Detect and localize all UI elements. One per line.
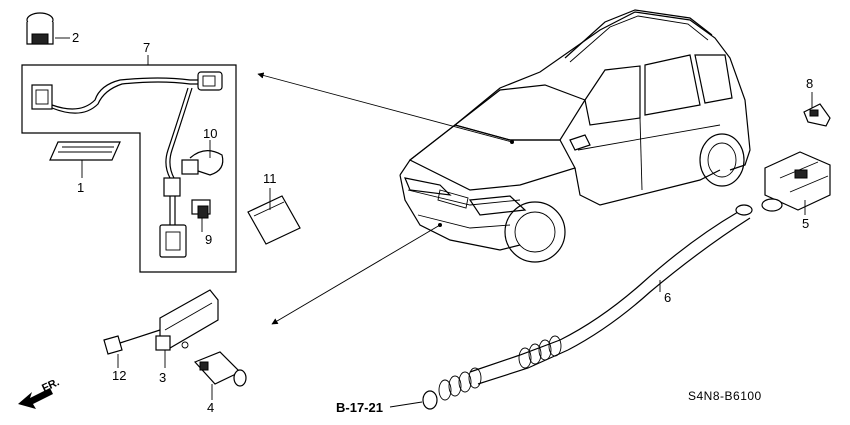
callout-8: 8 bbox=[806, 76, 813, 91]
callout-9: 9 bbox=[205, 232, 212, 247]
hose-corrugation bbox=[438, 335, 562, 401]
part-9-clip bbox=[191, 199, 211, 219]
diagram-code: S4N8-B6100 bbox=[688, 389, 762, 403]
part-2-clip bbox=[26, 12, 54, 45]
callout-5: 5 bbox=[802, 216, 809, 231]
part-1-pad bbox=[49, 141, 121, 161]
part-3-bracket bbox=[155, 289, 219, 351]
part-4-sensor bbox=[193, 351, 247, 387]
part-5-sensor bbox=[761, 151, 831, 212]
part-7-sensor-harness bbox=[31, 71, 223, 258]
front-direction-indicator: FR. bbox=[18, 376, 61, 409]
part-10-clamp bbox=[181, 150, 224, 176]
callout-10: 10 bbox=[203, 126, 217, 141]
callout-numbers: 1 2 7 10 11 9 8 5 6 3 4 12 bbox=[72, 30, 813, 415]
callout-3: 3 bbox=[159, 370, 166, 385]
vehicle-illustration bbox=[399, 9, 751, 263]
callout-6: 6 bbox=[664, 290, 671, 305]
part-11-sheet bbox=[247, 195, 301, 245]
callout-12: 12 bbox=[112, 368, 126, 383]
assembly-box-7 bbox=[21, 64, 237, 273]
callout-1: 1 bbox=[77, 180, 84, 195]
callout-11: 11 bbox=[263, 171, 277, 186]
part-8-clip bbox=[803, 103, 831, 127]
callout-leaders bbox=[55, 37, 813, 408]
front-arrow-icon bbox=[18, 388, 53, 409]
part-12-bolt bbox=[103, 329, 161, 355]
front-direction-label: FR. bbox=[40, 376, 61, 394]
leader-lines bbox=[257, 72, 513, 325]
callout-7: 7 bbox=[143, 40, 150, 55]
reference-label: B-17-21 bbox=[336, 400, 383, 415]
part-6-hose bbox=[422, 204, 753, 410]
callout-2: 2 bbox=[72, 30, 79, 45]
callout-4: 4 bbox=[207, 400, 214, 415]
